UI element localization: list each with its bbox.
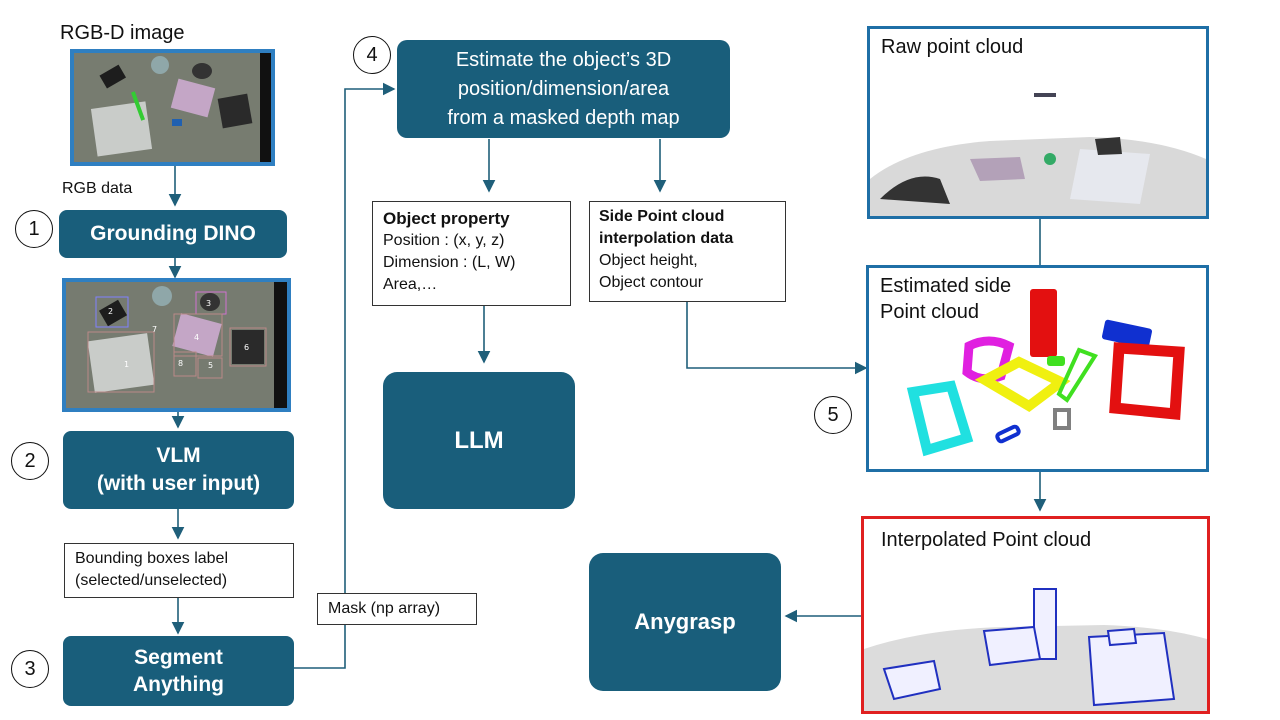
rgbd-scene-image <box>74 53 271 162</box>
rgb-data-label: RGB data <box>62 180 133 197</box>
side-object-height: Object height, <box>599 252 698 269</box>
step-5-badge: 5 <box>814 396 852 434</box>
step-1-badge: 1 <box>15 210 53 248</box>
estimate-box: Estimate the object’s 3D position/dimens… <box>397 40 730 138</box>
estimated-side-image <box>906 289 1185 457</box>
interpolated-title: Interpolated Point cloud <box>881 529 1092 551</box>
raw-point-cloud-image <box>870 93 1206 216</box>
bbox-label-line-2: (selected/unselected) <box>75 572 228 589</box>
object-property-position: Position : (x, y, z) <box>383 232 505 249</box>
estimate-line-3: from a masked depth map <box>447 106 680 129</box>
object-property-dimension: Dimension : (L, W) <box>383 254 516 271</box>
side-point-cloud-box: Side Point cloud interpolation data Obje… <box>589 201 786 302</box>
object-property-title: Object property <box>383 209 510 228</box>
bbox-number-8: 8 <box>178 359 183 368</box>
estimated-side-panel: Estimated side Point cloud <box>866 265 1209 472</box>
rgbd-image <box>70 49 275 166</box>
llm-box: LLM <box>383 372 575 509</box>
side-title-line-2: interpolation data <box>599 230 734 247</box>
vlm-box: VLM (with user input) <box>63 431 294 509</box>
side-object-contour: Object contour <box>599 274 704 291</box>
mask-label-box: Mask (np array) <box>317 593 477 625</box>
estimated-side-title: Estimated side Point cloud <box>880 273 1011 325</box>
grounding-dino-box: Grounding DINO <box>59 210 287 258</box>
interpolated-point-cloud-image <box>864 588 1207 711</box>
rgbd-image-title: RGB-D image <box>60 22 185 44</box>
step-3-badge: 3 <box>11 650 49 688</box>
bbox-number-3: 3 <box>206 299 211 308</box>
raw-point-cloud-title: Raw point cloud <box>881 36 1024 58</box>
vlm-line-2: (with user input) <box>96 472 261 495</box>
estimate-line-2: position/dimension/area <box>457 77 670 100</box>
bbox-label-line-1: Bounding boxes label <box>75 550 229 567</box>
bbox-number-2: 2 <box>108 307 113 316</box>
bbox-number-6: 6 <box>244 343 249 352</box>
estimate-line-1: Estimate the object’s 3D <box>455 48 672 71</box>
sam-line-1: Segment <box>134 646 223 669</box>
object-property-area: Area,… <box>383 276 438 293</box>
step-2-badge: 2 <box>11 442 49 480</box>
anygrasp-box: Anygrasp <box>589 553 781 691</box>
bbox-label-box: Bounding boxes label (selected/unselecte… <box>64 543 294 598</box>
bbox-number-7: 7 <box>152 325 157 334</box>
detection-scene-image: 2 1 3 7 4 6 8 5 <box>66 282 287 408</box>
object-property-box: Object property Position : (x, y, z) Dim… <box>372 201 571 306</box>
estimated-side-title-line-1: Estimated side <box>880 275 1012 297</box>
bbox-number-5: 5 <box>208 361 213 370</box>
interpolated-point-cloud-panel: Interpolated Point cloud <box>861 516 1210 714</box>
detection-image: 2 1 3 7 4 6 8 5 <box>62 278 291 412</box>
bbox-number-1: 1 <box>124 360 129 369</box>
estimated-side-title-line-2: Point cloud <box>880 301 979 323</box>
sam-line-2: Anything <box>133 673 224 696</box>
step-4-badge: 4 <box>353 36 391 74</box>
vlm-line-1: VLM <box>156 444 201 467</box>
side-title-line-1: Side Point cloud <box>599 208 725 225</box>
bbox-number-4: 4 <box>194 333 199 342</box>
raw-point-cloud-panel: Raw point cloud <box>867 26 1209 219</box>
segment-anything-box: Segment Anything <box>63 636 294 706</box>
